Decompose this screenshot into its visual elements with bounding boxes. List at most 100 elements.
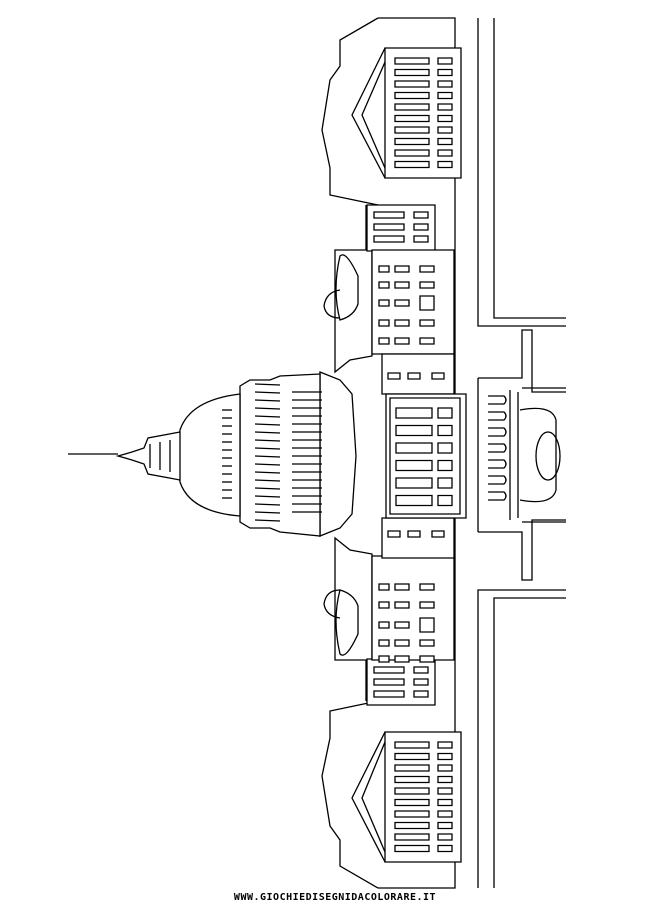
north-wing <box>352 48 461 178</box>
window <box>438 104 452 110</box>
window <box>395 139 429 145</box>
window <box>438 116 452 122</box>
window <box>395 282 409 288</box>
window <box>374 224 404 230</box>
window <box>414 236 428 242</box>
step <box>488 444 506 452</box>
window <box>396 461 432 471</box>
window <box>374 667 404 673</box>
step <box>488 492 506 500</box>
window <box>395 811 429 817</box>
window <box>395 93 429 99</box>
window <box>395 162 429 168</box>
window <box>379 320 389 326</box>
connector-south <box>367 659 435 705</box>
window <box>395 742 429 748</box>
dome-rib <box>255 440 280 441</box>
great-dome <box>68 372 356 536</box>
window <box>379 640 389 646</box>
window <box>395 127 429 133</box>
window <box>438 788 452 794</box>
window <box>438 823 452 829</box>
window <box>374 212 404 218</box>
window <box>379 656 389 662</box>
window <box>438 58 452 64</box>
window <box>420 602 434 608</box>
window <box>438 81 452 87</box>
side-domes <box>324 255 358 655</box>
window <box>438 496 452 506</box>
dome-rib <box>255 488 280 489</box>
dome-rib <box>255 504 280 505</box>
window <box>432 373 444 379</box>
window <box>395 788 429 794</box>
window <box>438 742 452 748</box>
window <box>438 443 452 453</box>
window <box>395 846 429 852</box>
window <box>438 478 452 488</box>
central-portico <box>386 394 466 518</box>
window <box>379 300 389 306</box>
window <box>379 622 389 628</box>
website-footer: WWW.GIOCHIEDISEGNIDACOLORARE.IT <box>233 892 437 903</box>
road-lines <box>478 18 566 888</box>
window <box>379 602 389 608</box>
window <box>395 765 429 771</box>
window <box>395 70 429 76</box>
window <box>414 224 428 230</box>
window <box>395 777 429 783</box>
window <box>374 236 404 242</box>
window <box>414 212 428 218</box>
window <box>395 584 409 590</box>
window <box>438 426 452 436</box>
window <box>420 640 434 646</box>
window <box>438 127 452 133</box>
window <box>438 846 452 852</box>
central-north-block <box>372 250 454 354</box>
window <box>379 282 389 288</box>
dome-rib <box>255 392 280 393</box>
dome-rib <box>255 408 280 409</box>
central-strip <box>382 354 454 558</box>
window <box>395 300 409 306</box>
window <box>408 373 420 379</box>
central-south-block <box>372 556 454 662</box>
window <box>420 656 434 662</box>
window <box>408 531 420 537</box>
window <box>374 691 404 697</box>
window <box>379 266 389 272</box>
window <box>420 618 434 632</box>
window <box>396 408 432 418</box>
window <box>395 800 429 806</box>
window <box>396 426 432 436</box>
window <box>395 58 429 64</box>
dome-rib <box>255 456 280 457</box>
window <box>395 116 429 122</box>
window <box>395 150 429 156</box>
dome-rib <box>255 432 280 433</box>
dome-rib <box>255 400 280 401</box>
connector-north <box>367 205 435 251</box>
dome-rib <box>255 480 280 481</box>
dome-rib <box>255 472 280 473</box>
window <box>414 667 428 673</box>
window <box>420 338 434 344</box>
window <box>432 531 444 537</box>
dome-rib <box>255 512 280 513</box>
south-wing <box>352 732 461 862</box>
window <box>438 754 452 760</box>
window <box>414 679 428 685</box>
window <box>420 584 434 590</box>
dome-rib <box>255 448 280 449</box>
window <box>438 408 452 418</box>
step <box>488 428 506 436</box>
dome-rib <box>255 464 280 465</box>
window <box>414 691 428 697</box>
dome-rib <box>255 416 280 417</box>
window <box>438 162 452 168</box>
window <box>438 800 452 806</box>
window <box>395 338 409 344</box>
window <box>395 602 409 608</box>
window <box>395 81 429 87</box>
terrace-plaza <box>478 330 566 580</box>
